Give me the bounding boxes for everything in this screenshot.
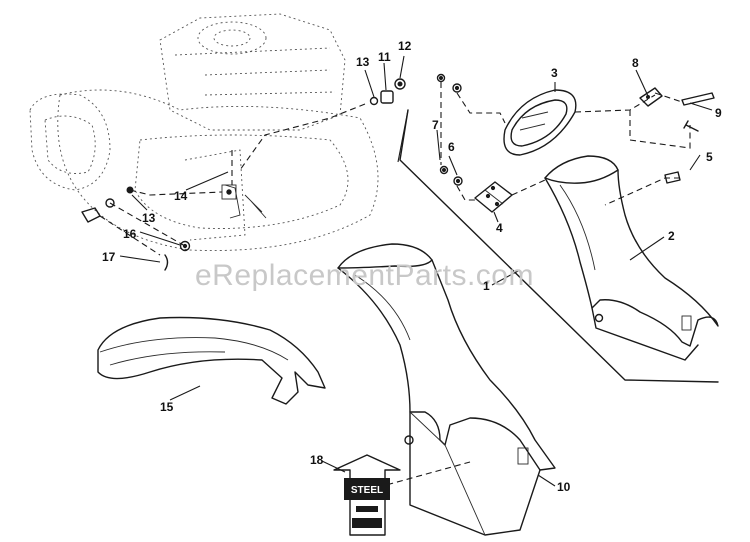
discharge-tube-part-2 xyxy=(544,155,719,361)
hinge-part-4 xyxy=(474,181,513,213)
hi-vac-steel-decal-part-18: HI-VAC STEEL xyxy=(333,454,401,536)
watermark-text: eReplacementParts.com xyxy=(195,259,534,292)
callout-9: 9 xyxy=(715,106,722,120)
mounting-bracket xyxy=(221,184,237,200)
callout-6: 6 xyxy=(448,140,455,154)
callout-18: 18 xyxy=(310,453,324,467)
callout-8: 8 xyxy=(632,56,639,70)
callout-3: 3 xyxy=(551,66,558,80)
callout-15: 15 xyxy=(160,400,174,414)
callout-7: 7 xyxy=(432,118,439,132)
hardware-part-11-12-13 xyxy=(369,78,406,106)
callout-13-left: 13 xyxy=(142,211,156,225)
hardware-part-6-7 xyxy=(436,73,463,186)
callout-13-top: 13 xyxy=(356,55,370,69)
callout-14: 14 xyxy=(174,189,188,203)
callout-4: 4 xyxy=(496,221,503,235)
callout-5: 5 xyxy=(706,150,713,164)
badge-line-1: HI-VAC xyxy=(355,461,379,468)
discharge-chute-part-15 xyxy=(97,316,326,405)
assembly-bracket-line xyxy=(399,109,719,383)
badge-line-2: STEEL xyxy=(351,485,383,496)
discharge-tube-part-1 xyxy=(337,243,556,536)
hardware-part-5-8-9 xyxy=(639,87,715,184)
callout-labels: 1 2 3 4 5 6 7 8 9 10 11 12 13 13 14 15 1… xyxy=(102,39,722,494)
clamp-ring-part-3 xyxy=(503,89,577,156)
callout-10: 10 xyxy=(557,480,571,494)
callout-2: 2 xyxy=(668,229,675,243)
callout-leaders xyxy=(119,55,713,487)
callout-11: 11 xyxy=(378,50,391,64)
callout-1: 1 xyxy=(483,279,490,293)
callout-16: 16 xyxy=(123,227,137,241)
assembly-dashed-lines xyxy=(99,82,691,491)
callout-12: 12 xyxy=(398,39,412,53)
mower-body-illustration xyxy=(29,13,379,251)
callout-17: 17 xyxy=(102,250,116,264)
